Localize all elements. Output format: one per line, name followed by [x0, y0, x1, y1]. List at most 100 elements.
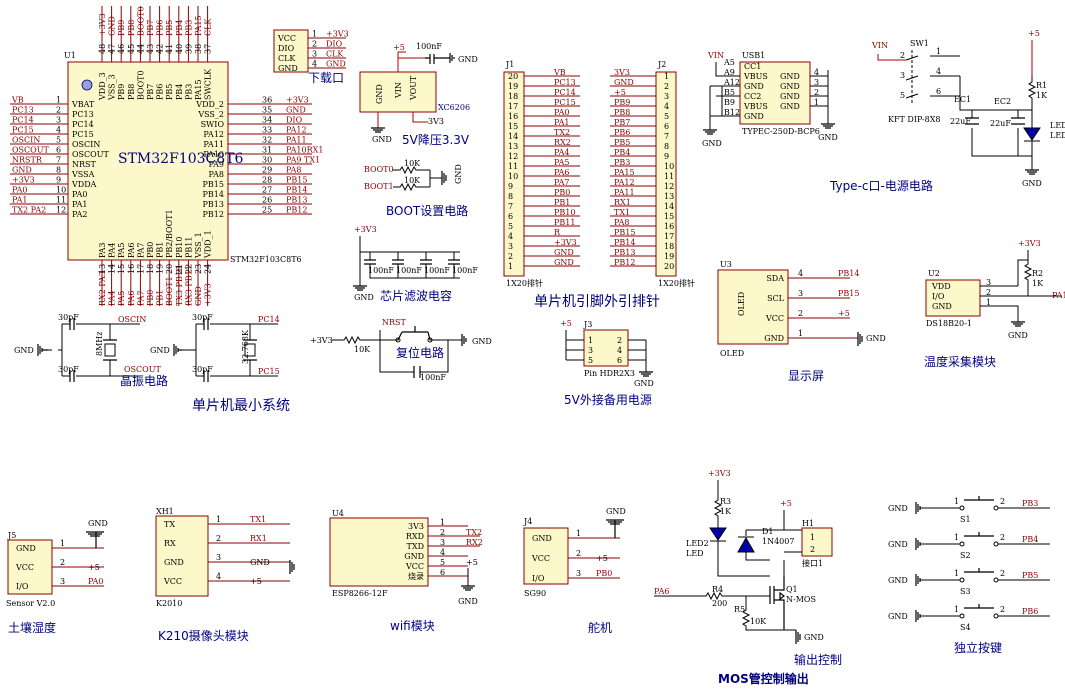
- servo-pin-net: PB0: [596, 569, 612, 578]
- mcu-name-below: STM32F103C8T6: [230, 255, 302, 264]
- mcu-top-pin-name: SWCLK: [204, 68, 213, 100]
- mcu-right-num: 34: [262, 116, 272, 125]
- dl-pin-num: 3: [312, 50, 317, 59]
- usb-pad: B12: [724, 108, 740, 117]
- wifi-pin-num: 3: [440, 538, 445, 547]
- usb-ref: USB1: [742, 51, 765, 60]
- mcu-right-net: PA11: [286, 136, 307, 145]
- mcu-bottom-num: 23: [194, 264, 203, 274]
- key-n1: 1: [954, 533, 959, 542]
- pw-gnd: [1025, 169, 1039, 175]
- j1-pin-net: PC14: [554, 88, 576, 97]
- j1-pin-num: 13: [508, 142, 518, 151]
- mcu-bottom-pin-name: VDD_1: [204, 230, 213, 259]
- key-actuator: [964, 568, 994, 573]
- usb-gnd-right: [821, 123, 835, 129]
- pw-led-wire: [1024, 140, 1040, 170]
- j2-pin-net: PB7: [614, 118, 630, 127]
- j1-pin-net: PA1: [554, 118, 570, 127]
- oled-pin-name: GND: [764, 334, 784, 343]
- mcu-bottom-num: 16: [127, 264, 136, 274]
- j2-pin-num: 16: [664, 222, 674, 231]
- mos-r5v: 10K: [750, 617, 767, 626]
- j1-pin-num: 11: [508, 162, 518, 171]
- mcu-bottom-net: PA5: [117, 290, 126, 306]
- mcu-left-pin-name: VSSA: [71, 170, 95, 179]
- usb-pin-name: VBUS: [743, 72, 768, 81]
- mcu-left-pin-name: PC14: [72, 120, 94, 129]
- mcu-left-net: PA0: [12, 186, 28, 195]
- j1-pin-net: PA4: [554, 148, 570, 157]
- mos-vcc5: +5: [780, 499, 792, 508]
- oled-pin-net: PB15: [838, 289, 859, 298]
- mos-d1v: 1N4007: [762, 537, 794, 546]
- header-caption: 单片机引脚外引排针: [534, 294, 660, 310]
- mos-d1: [737, 536, 755, 553]
- mcu-left-net: VB: [11, 96, 24, 105]
- xtal-gnd-2-label: GND: [150, 346, 170, 355]
- boot0-net: BOOT0: [364, 165, 394, 174]
- ds-gnd: [1011, 321, 1025, 327]
- mcu-top-net: PB6: [156, 20, 165, 36]
- mcu-right-num: 26: [262, 196, 272, 205]
- mos-d1-wires: [745, 510, 802, 576]
- reg-name: XC6206: [438, 103, 470, 112]
- j2-pin-net: GND: [614, 78, 634, 87]
- servo-ref: J4: [523, 517, 532, 526]
- oled-ref: U3: [720, 260, 732, 269]
- j2-pin-num: 1: [664, 72, 669, 81]
- mcu-top-num: 45: [127, 44, 136, 54]
- filter-net: +3V3: [354, 225, 377, 234]
- mos-led2-ref: LED2: [686, 539, 709, 548]
- ds-pin-num: 3: [986, 278, 991, 287]
- mos-caption-2: MOS管控制输出: [718, 671, 809, 686]
- mcu-bottom-pin-name: PB0: [146, 242, 155, 258]
- usb-gnd-left: [703, 129, 717, 135]
- j2-pin-net: PB13: [614, 248, 635, 257]
- j2-pin-num: 9: [664, 152, 669, 161]
- mos-led2: [709, 527, 727, 541]
- mos-r3: [713, 480, 723, 528]
- mcu-top-net: +3V3: [98, 13, 107, 36]
- mos-r3v: 1K: [720, 507, 732, 516]
- xtal-pc14: PC14: [258, 315, 280, 324]
- j3-vcc: +5: [560, 319, 572, 328]
- j2-pin-num: 18: [664, 242, 674, 251]
- mcu-left-num: 3: [56, 116, 61, 125]
- mcu-right-num: 32: [262, 136, 272, 145]
- mos-r4v: 200: [712, 599, 727, 608]
- mos-caption: 输出控制: [794, 652, 842, 667]
- mcu-right-num: 36: [262, 96, 272, 105]
- j2-pin-num: 7: [664, 132, 669, 141]
- j1-pin-net: PB11: [554, 218, 575, 227]
- key-contact-left: [959, 541, 965, 547]
- oled-pin-net: PB14: [838, 269, 859, 278]
- xtal-wires-2: [182, 323, 278, 377]
- pw-sw-part: KFT DIP-8X8: [888, 115, 941, 124]
- mos-h1-ref: H1: [802, 519, 814, 528]
- wifi-body: [329, 517, 429, 587]
- reg-out-net: 3V3: [428, 117, 444, 126]
- mcu-left-net: TX2 PA2: [12, 206, 46, 215]
- mos-gate-wires: [654, 591, 796, 631]
- mcu-right-num: 27: [262, 186, 272, 195]
- usb-left-wires: [709, 62, 740, 130]
- j1-pin-net: PC13: [554, 78, 576, 87]
- key-contact-right: [993, 541, 999, 547]
- mos-q1v: N-MOS: [786, 595, 816, 604]
- download-caption: 下载口: [308, 71, 344, 85]
- xtal-c4: 30pF: [192, 365, 213, 374]
- soil-pin-name: VCC: [15, 563, 34, 572]
- wifi-pin-num: 6: [440, 568, 445, 577]
- mcu-top-pin-name: PB6: [156, 84, 165, 100]
- mcu-right-pin-name: SWIO: [201, 120, 225, 129]
- key-actuator: [964, 496, 994, 501]
- oled-pin-name: SDA: [766, 274, 784, 283]
- mcu-top-net: BOOT0: [136, 6, 145, 36]
- mos-h1-body: [801, 527, 833, 557]
- cam-pin-name: GND: [164, 558, 184, 567]
